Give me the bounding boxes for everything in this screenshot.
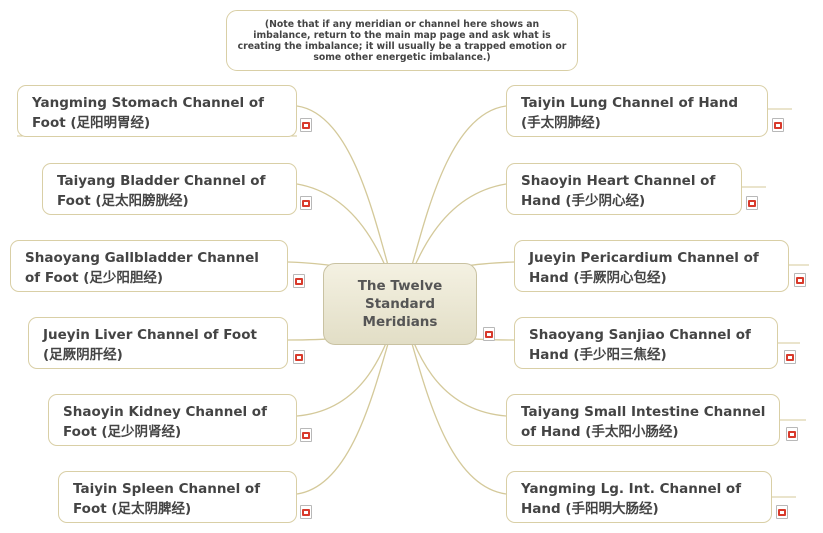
mindmap-link-icon[interactable] <box>293 350 305 364</box>
central-topic[interactable]: The Twelve Standard Meridians <box>323 263 477 345</box>
note-text: (Note that if any meridian or channel he… <box>237 18 567 63</box>
topic-label: Yangming Stomach Channel of Foot (足阳明胃经) <box>32 95 265 131</box>
central-topic-label: The Twelve Standard Meridians <box>357 278 443 330</box>
mindmap-link-icon[interactable] <box>746 196 758 210</box>
topic-label: Taiyin Spleen Channel of Foot (足太阴脾经) <box>73 481 261 517</box>
mindmap-link-icon[interactable] <box>786 427 798 441</box>
topic-label: Jueyin Pericardium Channel of Hand (手厥阴心… <box>529 250 759 286</box>
topic-taiyin-lung[interactable]: Taiyin Lung Channel of Hand (手太阴肺经) <box>506 85 768 137</box>
mindmap-link-icon[interactable] <box>300 118 312 132</box>
topic-label: Taiyin Lung Channel of Hand (手太阴肺经) <box>521 95 738 131</box>
mindmap-link-icon[interactable] <box>794 273 806 287</box>
mindmap-link-icon[interactable] <box>300 505 312 519</box>
topic-label: Shaoyang Gallbladder Channel of Foot (足少… <box>25 250 259 286</box>
topic-shaoyang-sanjiao[interactable]: Shaoyang Sanjiao Channel of Hand (手少阳三焦经… <box>514 317 778 369</box>
mindmap-link-icon[interactable] <box>784 350 796 364</box>
topic-yangming-large-intestine[interactable]: Yangming Lg. Int. Channel of Hand (手阳明大肠… <box>506 471 772 523</box>
mindmap-link-icon[interactable] <box>300 196 312 210</box>
topic-label: Jueyin Liver Channel of Foot (足厥阴肝经) <box>43 327 257 363</box>
topic-shaoyin-heart[interactable]: Shaoyin Heart Channel of Hand (手少阴心经) <box>506 163 742 215</box>
topic-label: Taiyang Bladder Channel of Foot (足太阳膀胱经) <box>57 173 266 209</box>
note-box: (Note that if any meridian or channel he… <box>226 10 578 71</box>
mindmap-link-icon[interactable] <box>293 274 305 288</box>
topic-label: Shaoyin Kidney Channel of Foot (足少阴肾经) <box>63 404 267 440</box>
mindmap-link-icon[interactable] <box>300 428 312 442</box>
mindmap-link-icon[interactable] <box>483 327 495 341</box>
topic-taiyang-bladder[interactable]: Taiyang Bladder Channel of Foot (足太阳膀胱经) <box>42 163 297 215</box>
topic-taiyang-small-intestine[interactable]: Taiyang Small Intestine Channel of Hand … <box>506 394 780 446</box>
topic-label: Shaoyang Sanjiao Channel of Hand (手少阳三焦经… <box>529 327 751 363</box>
topic-jueyin-liver[interactable]: Jueyin Liver Channel of Foot (足厥阴肝经) <box>28 317 288 369</box>
topic-shaoyang-gallbladder[interactable]: Shaoyang Gallbladder Channel of Foot (足少… <box>10 240 288 292</box>
topic-label: Shaoyin Heart Channel of Hand (手少阴心经) <box>521 173 716 209</box>
topic-taiyin-spleen[interactable]: Taiyin Spleen Channel of Foot (足太阴脾经) <box>58 471 297 523</box>
mindmap-link-icon[interactable] <box>776 505 788 519</box>
topic-label: Taiyang Small Intestine Channel of Hand … <box>521 404 766 440</box>
topic-label: Yangming Lg. Int. Channel of Hand (手阳明大肠… <box>521 481 742 517</box>
topic-jueyin-pericardium[interactable]: Jueyin Pericardium Channel of Hand (手厥阴心… <box>514 240 789 292</box>
topic-shaoyin-kidney[interactable]: Shaoyin Kidney Channel of Foot (足少阴肾经) <box>48 394 297 446</box>
topic-yangming-stomach[interactable]: Yangming Stomach Channel of Foot (足阳明胃经) <box>17 85 297 137</box>
mindmap-link-icon[interactable] <box>772 118 784 132</box>
